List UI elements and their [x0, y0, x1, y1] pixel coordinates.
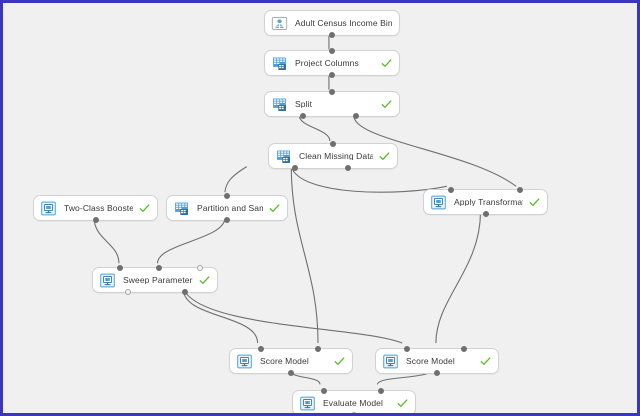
port-in-sweep-parameters[interactable] [117, 265, 124, 271]
port-in-partition-and-sample[interactable] [224, 193, 230, 199]
connector-partition-to-sweep-parameters [156, 217, 226, 264]
model-module-icon [41, 201, 56, 215]
module-label-sweep-parameters: Sweep Parameters [123, 275, 193, 285]
port-in-score-model-left[interactable] [257, 346, 264, 352]
status-check-icon [199, 275, 210, 284]
module-node-score-model-left[interactable]: Score Model [229, 346, 353, 376]
port-in-score-model-right[interactable] [403, 346, 410, 352]
module-node-two-class-boosted-decision-tree[interactable]: Two-Class Boosted Decision T... [33, 195, 158, 223]
connector-split-left-to-clean-missing-data [298, 115, 331, 142]
port-in-clean-missing-data[interactable] [330, 141, 336, 147]
module-node-clean-missing-data[interactable]: Clean Missing Data [268, 141, 398, 171]
port-out-two-class-boosted-decision-tree[interactable] [92, 217, 99, 223]
status-check-icon [529, 197, 540, 206]
status-check-icon [480, 356, 491, 365]
model-module-icon [237, 354, 252, 368]
port-in-project-columns[interactable] [329, 48, 335, 54]
status-check-icon [139, 203, 150, 212]
module-label-split: Split [295, 99, 313, 109]
port-in-score-model-right[interactable] [460, 346, 467, 352]
port-out-clean-missing-data[interactable] [345, 165, 352, 171]
module-label-partition-and-sample: Partition and Sample [197, 203, 263, 213]
port-out-dataset[interactable] [329, 32, 335, 38]
module-label-dataset: Adult Census Income Binary C... [295, 18, 392, 28]
status-check-icon [269, 203, 280, 212]
status-check-icon [379, 151, 390, 160]
port-in-sweep-parameters[interactable] [155, 265, 162, 271]
dataset-icon [271, 16, 288, 30]
port-out-sweep-parameters[interactable] [181, 289, 188, 295]
port-out-score-model-left[interactable] [288, 370, 294, 376]
table-module-icon [175, 202, 188, 215]
table-module-icon [277, 150, 290, 163]
status-check-icon [334, 356, 345, 365]
module-node-evaluate-model[interactable]: Evaluate Model [292, 388, 416, 413]
port-in-evaluate-model[interactable] [320, 388, 327, 394]
connector-apply-transformation-to-score-model-right [435, 211, 482, 344]
module-node-dataset[interactable]: Adult Census Income Binary C... [264, 10, 400, 38]
status-check-icon [381, 99, 392, 108]
model-module-icon [431, 195, 446, 209]
model-module-icon [100, 273, 115, 287]
module-label-apply-transformation: Apply Transformation [454, 197, 523, 207]
port-in-evaluate-model[interactable] [377, 388, 384, 394]
module-label-score-model-left: Score Model [260, 356, 309, 366]
port-in-score-model-left[interactable] [314, 346, 321, 352]
connector-clean-missing-to-apply-transformation [290, 166, 447, 193]
module-node-project-columns[interactable]: Project Columns [264, 48, 400, 78]
module-node-apply-transformation[interactable]: Apply Transformation [423, 187, 548, 217]
port-in-split[interactable] [329, 89, 335, 95]
connector-clean-missing-to-score-model-left [290, 166, 319, 344]
table-module-icon [273, 98, 286, 111]
port-in-apply-transformation[interactable] [448, 187, 455, 193]
module-label-two-class-boosted-decision-tree: Two-Class Boosted Decision T... [64, 203, 133, 213]
module-label-score-model-right: Score Model [406, 356, 455, 366]
module-label-clean-missing-data: Clean Missing Data [299, 151, 373, 161]
port-in-apply-transformation[interactable] [516, 187, 523, 193]
table-module-icon [273, 57, 286, 70]
module-label-evaluate-model: Evaluate Model [323, 398, 383, 408]
connector-clean-missing-to-partition [224, 166, 247, 193]
connector-sweep-to-score-model-left [182, 288, 259, 344]
port-out-score-model-right[interactable] [434, 370, 440, 376]
port-out-sweep-parameters[interactable] [124, 289, 131, 295]
port-out-split[interactable] [353, 113, 360, 119]
port-out-split[interactable] [299, 113, 306, 119]
connector-sweep-to-score-model-right [182, 288, 403, 344]
experiment-canvas[interactable]: Adult Census Income Binary C... Project C… [3, 3, 637, 413]
status-check-icon [397, 398, 408, 407]
module-node-split[interactable]: Split [264, 89, 400, 119]
port-out-evaluate-model[interactable] [351, 412, 357, 413]
model-module-icon [383, 354, 398, 368]
module-label-project-columns: Project Columns [295, 58, 359, 68]
status-check-icon [381, 58, 392, 67]
port-out-clean-missing-data[interactable] [291, 165, 298, 171]
port-out-apply-transformation[interactable] [482, 211, 489, 217]
module-node-score-model-right[interactable]: Score Model [375, 346, 499, 376]
module-node-partition-and-sample[interactable]: Partition and Sample [166, 193, 288, 223]
port-out-project-columns[interactable] [329, 72, 335, 78]
module-node-sweep-parameters[interactable]: Sweep Parameters [92, 265, 218, 295]
model-module-icon [300, 396, 315, 410]
port-in-sweep-parameters[interactable] [196, 265, 203, 271]
port-out-partition-and-sample[interactable] [224, 217, 230, 223]
connector-tree-to-sweep-parameters [93, 217, 120, 264]
